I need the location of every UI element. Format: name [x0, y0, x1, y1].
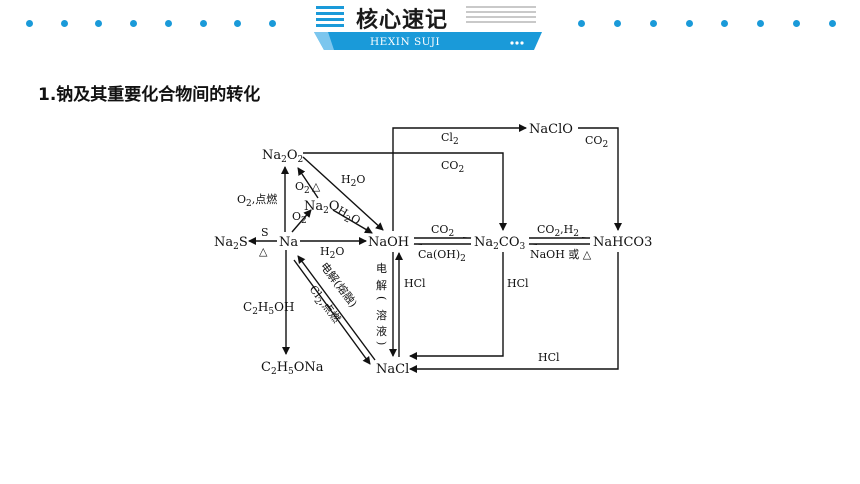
label-hcl-2: HCl [507, 277, 529, 290]
node-naclo: NaClO [529, 122, 573, 137]
arrow-na2o2-to-naoh [302, 156, 384, 231]
label-naoh-or-delta: NaOH 或 △ [530, 248, 592, 261]
dot [721, 20, 729, 27]
dot [164, 20, 172, 27]
label-h2o-top: H2O [341, 173, 365, 189]
label-hcl-3: HCl [538, 351, 560, 364]
section-title: 1.钠及其重要化合物间的转化 [38, 85, 261, 105]
node-na: Na [279, 235, 298, 250]
svg-text:液: 液 [376, 324, 387, 338]
label-s: S [261, 226, 269, 239]
arrow-na-to-na2o [291, 209, 312, 233]
dot [793, 20, 801, 27]
node-nahco3: NaHCO3 [593, 235, 652, 250]
arrow-nacl-to-na [297, 255, 376, 361]
arrow-nahco3-to-nacl [409, 252, 619, 373]
section-header: 核心速记 HEXIN SUJI [0, 0, 860, 52]
node-na2s: Na2S [214, 235, 248, 252]
header-subtitle: HEXIN SUJI [370, 36, 441, 48]
node-c2h5oh: C2H5OH [243, 300, 294, 317]
arrow-naoh-to-naclo [392, 124, 527, 231]
decorative-dots-right [578, 20, 836, 28]
node-nacl: NaCl [376, 362, 409, 377]
decorative-dots-left [26, 20, 276, 28]
dot [60, 20, 68, 27]
label-delta: △ [259, 245, 268, 258]
arrow-na2o-to-na2o2 [297, 167, 319, 199]
arrow-na2o-to-naoh [332, 209, 373, 234]
dot [268, 20, 276, 27]
label-co2-top: CO2 [441, 159, 464, 175]
node-na2o2: Na2O2 [262, 148, 303, 165]
node-na2co3: Na2CO3 [474, 235, 525, 252]
svg-text:解: 解 [376, 278, 387, 292]
arrow-na2o2-to-na2co3 [303, 152, 507, 231]
svg-text:电: 电 [376, 262, 387, 275]
label-hcl-1: HCl [404, 277, 426, 290]
dot [757, 20, 765, 27]
dot [26, 20, 33, 27]
svg-text:(: ( [375, 296, 388, 300]
dot [685, 20, 693, 27]
dot [234, 20, 242, 27]
label-o2: O2 [292, 210, 307, 226]
node-naoh: NaOH [368, 235, 409, 250]
arrow-naclo-to-nahco3 [578, 127, 622, 231]
label-o2-delta: O2△ [295, 180, 321, 196]
dot [649, 20, 657, 27]
dot [95, 20, 103, 27]
dot [130, 20, 138, 27]
dot [578, 20, 585, 27]
svg-text:溶: 溶 [376, 308, 387, 322]
label-co2-h2o: CO2,H2 [537, 223, 579, 239]
label-co2-right: CO2 [585, 134, 608, 150]
dot [613, 20, 621, 27]
label-o2-ignite: O2,点燃 [237, 192, 277, 209]
header-badge [314, 6, 542, 50]
node-na2o: Na2O [304, 199, 340, 216]
label-caoh2: Ca(OH)2 [418, 248, 466, 264]
label-electrolysis-solution: 电 解 ( 溶 液 ) [375, 262, 388, 345]
node-c2h5ona: C2H5ONa [261, 360, 324, 377]
dot [828, 20, 836, 27]
label-co2-mid: CO2 [431, 223, 454, 239]
dot [199, 20, 207, 27]
svg-text:): ) [375, 341, 388, 345]
header-title: 核心速记 [356, 8, 449, 33]
arrow-na2co3-to-nacl [409, 252, 504, 360]
label-cl2-top: Cl2 [441, 131, 459, 147]
label-h2o-bottom: H2O [320, 245, 344, 261]
arrow-na-to-nacl [293, 259, 371, 365]
